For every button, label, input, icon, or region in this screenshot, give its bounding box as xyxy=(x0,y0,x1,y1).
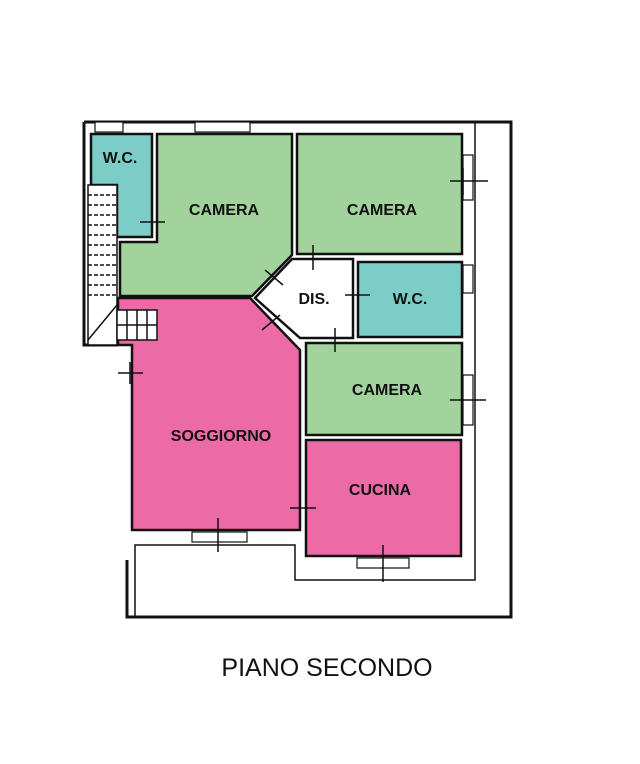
label-camera-2: CAMERA xyxy=(347,202,418,219)
staircase xyxy=(87,184,158,346)
terrace-line xyxy=(134,122,476,617)
label-dis: DIS. xyxy=(298,291,329,308)
room-cucina[interactable] xyxy=(304,438,463,558)
room-camera-1[interactable] xyxy=(118,132,294,298)
label-cucina: CUCINA xyxy=(349,482,412,499)
room-camera-3[interactable] xyxy=(304,341,464,437)
room-camera-2[interactable] xyxy=(295,132,464,256)
room-dis[interactable] xyxy=(253,257,355,340)
label-wc-1: W.C. xyxy=(103,150,138,167)
label-camera-1: CAMERA xyxy=(189,202,260,219)
plan-title: PIANO SECONDO xyxy=(221,654,432,682)
room-wc-2[interactable] xyxy=(356,260,464,339)
label-camera-3: CAMERA xyxy=(352,382,423,399)
room-soggiorno[interactable] xyxy=(116,296,302,532)
door-marks xyxy=(118,168,488,582)
label-soggiorno: SOGGIORNO xyxy=(171,428,271,445)
label-wc-2: W.C. xyxy=(393,291,428,308)
